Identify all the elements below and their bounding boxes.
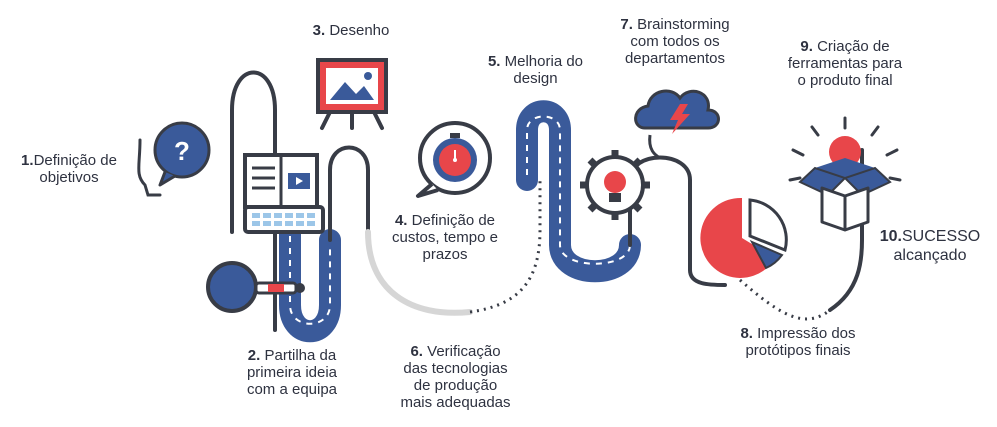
step-3-label: 3. Desenho <box>312 22 390 39</box>
head-question-icon: ? <box>137 121 211 197</box>
path-segment-4 <box>469 180 542 314</box>
step-4-label: 4. Definição de custos, tempo e prazos <box>392 212 498 263</box>
road-dashes-2 <box>526 115 631 265</box>
step-6-label: 6. Verificação das tecnologias de produç… <box>400 343 511 411</box>
path-segment-1 <box>230 70 277 332</box>
road-segment-1 <box>279 217 341 343</box>
easel-icon <box>316 58 388 130</box>
path-segment-7 <box>828 148 864 312</box>
step-5-label: 5. Melhoria do design <box>487 53 584 87</box>
path-segment-3 <box>365 229 473 316</box>
stopwatch-icon <box>416 121 492 198</box>
step-1-label: 1.Definição de objetivos <box>21 152 117 186</box>
path-segment-2 <box>328 145 370 242</box>
path-segment-6 <box>739 278 831 321</box>
pie-chart-icon <box>700 196 788 278</box>
step-9-label: 9. Criação de ferramentas para o produto… <box>787 38 903 89</box>
magnifier-icon <box>206 261 305 313</box>
step-8-label: 8. Impressão dos protótipos finais <box>740 325 856 359</box>
box-bulb-icon <box>788 116 902 232</box>
svg-text:?: ? <box>174 136 190 166</box>
step-2-label: 2. Partilha da primeira ideia com a equi… <box>246 347 338 398</box>
laptop-icon <box>243 153 325 234</box>
step-10-label: 10.SUCESSO alcançado <box>879 228 981 264</box>
step-7-label: 7. Brainstorming com todos os departamen… <box>620 16 730 67</box>
brain-cloud-icon <box>634 89 720 160</box>
gear-bulb-icon <box>580 150 650 220</box>
road-dashes-1 <box>289 236 331 325</box>
